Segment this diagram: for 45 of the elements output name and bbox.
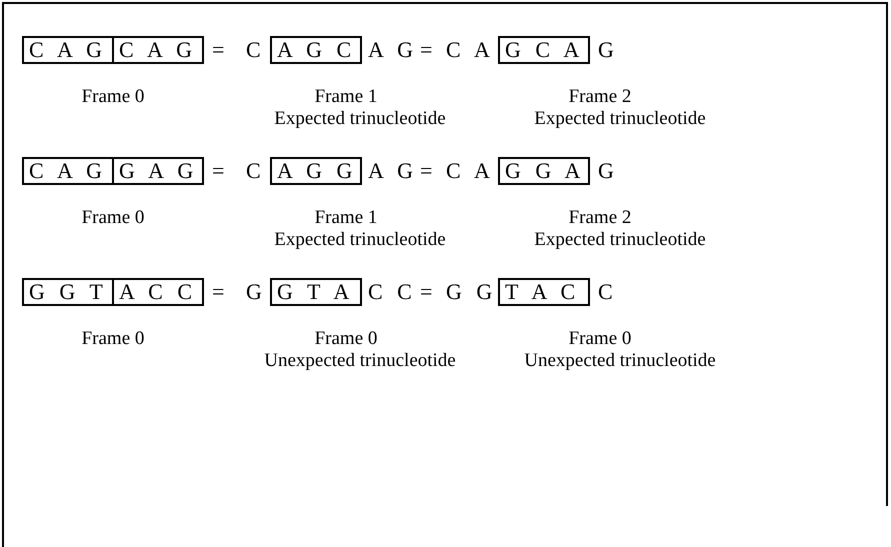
frame-caption: Frame 1 — [314, 207, 378, 229]
trinucleotide-box: G T A — [270, 278, 362, 306]
trinucleotide-box: A C C — [112, 278, 204, 306]
trinucleotide-box: C A G — [112, 36, 204, 64]
trinucleotide-box: G G A — [498, 157, 590, 185]
trinucleotide-box: G G T — [22, 278, 114, 306]
sequence-text: A G — [368, 36, 414, 64]
trinucleotide-box: G A G — [112, 157, 204, 185]
frame-caption: Expected trinucleotide — [274, 108, 446, 130]
trinucleotide-box: A G G — [270, 157, 362, 185]
frame-caption: Expected trinucleotide — [274, 229, 446, 251]
frame-caption: Expected trinucleotide — [534, 229, 706, 251]
sequence-text: = — [420, 36, 432, 64]
sequence-text: C — [598, 278, 613, 306]
sequence-text: C — [246, 157, 261, 185]
frame-caption: Frame 2 — [568, 207, 632, 229]
sequence-text: = — [212, 36, 224, 64]
frame-caption: Frame 0 — [314, 328, 378, 350]
frame-caption: Unexpected trinucleotide — [264, 350, 456, 372]
trinucleotide-box: G C A — [498, 36, 590, 64]
sequence-text: = — [212, 157, 224, 185]
sequence-text: G — [598, 36, 614, 64]
frame-caption: Frame 0 — [82, 86, 144, 108]
frame-caption: Frame 0 — [82, 328, 144, 350]
sequence-text: C — [246, 36, 261, 64]
sequence-text: C A — [446, 36, 490, 64]
frame-caption: Expected trinucleotide — [534, 108, 706, 130]
trinucleotide-box: C A G — [22, 157, 114, 185]
frame-caption: Frame 0 — [568, 328, 632, 350]
frame-caption: Frame 1 — [314, 86, 378, 108]
trinucleotide-box: A G C — [270, 36, 362, 64]
sequence-text: C A — [446, 157, 490, 185]
trinucleotide-box: C A G — [22, 36, 114, 64]
sequence-text: A G — [368, 157, 414, 185]
sequence-text: = — [420, 157, 432, 185]
sequence-text: G G — [446, 278, 492, 306]
sequence-text: G — [598, 157, 614, 185]
sequence-text: C C — [368, 278, 412, 306]
frame-caption: Frame 0 — [82, 207, 144, 229]
sequence-text: = — [212, 278, 224, 306]
frame-caption: Frame 2 — [568, 86, 632, 108]
trinucleotide-box: T A C — [498, 278, 590, 306]
sequence-text: G — [246, 278, 262, 306]
sequence-text: = — [420, 278, 432, 306]
frame-caption: Unexpected trinucleotide — [524, 350, 716, 372]
